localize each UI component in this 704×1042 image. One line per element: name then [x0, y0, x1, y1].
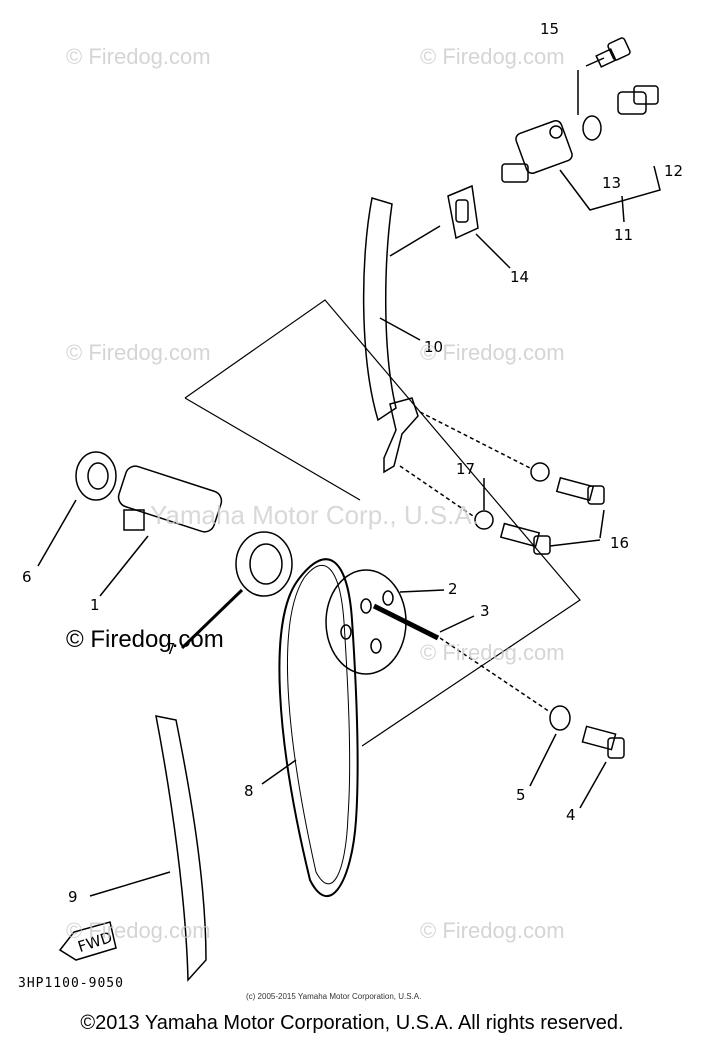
assembly-outline: [184, 299, 581, 747]
leader-10: [379, 317, 421, 341]
bearing-7-part: [235, 531, 293, 597]
label-5: 5: [516, 786, 526, 804]
camshaft-1-part: [117, 465, 223, 533]
label-12: 12: [664, 162, 683, 180]
label-11: 11: [614, 226, 633, 244]
label-6: 6: [22, 568, 32, 586]
leader-gasket: [389, 225, 441, 257]
gasket-14-part: [447, 184, 479, 240]
watermark-top-right: © Firedog.com: [420, 44, 565, 69]
label-7: 7: [166, 640, 176, 658]
bolt-16-upper: [555, 476, 605, 505]
bolt-15-part: [595, 37, 631, 68]
chain-guide-10-part: [362, 197, 397, 422]
watermark-bottom-left: © Firedog.com: [66, 918, 211, 943]
tensioner-11-part: [501, 119, 573, 183]
leader-5: [529, 733, 557, 787]
small-copyright: (c) 2005-2015 Yamaha Motor Corporation, …: [246, 992, 422, 1001]
watermark-center: Yamaha Motor Corp., U.S.A.: [150, 500, 479, 530]
leader-4: [579, 761, 607, 809]
footer-copyright: ©2013 Yamaha Motor Corporation, U.S.A. A…: [80, 1012, 624, 1034]
label-13: 13: [602, 174, 621, 192]
leader-1: [99, 535, 149, 597]
pin-3-part: [372, 603, 440, 641]
chain-guide-9-part: [155, 715, 207, 982]
label-14: 14: [510, 268, 529, 286]
bolt-4-part: [581, 725, 625, 759]
label-16: 16: [610, 534, 629, 552]
watermark-main: © Firedog.com: [66, 626, 224, 653]
leader-9: [89, 871, 171, 897]
washer-17-lower: [474, 510, 494, 530]
watermark-lower-right: © Firedog.com: [420, 640, 565, 665]
label-9: 9: [68, 888, 78, 906]
label-3: 3: [480, 602, 490, 620]
assembly-outline-left: [184, 397, 361, 501]
label-8: 8: [244, 782, 254, 800]
leader-8: [261, 759, 297, 785]
label-10: 10: [424, 338, 443, 356]
bolt-16-lower: [499, 522, 551, 555]
label-15: 15: [540, 20, 559, 38]
watermark-top-left: © Firedog.com: [66, 44, 211, 69]
watermark-bottom-right: © Firedog.com: [420, 918, 565, 943]
washer-13-part: [582, 115, 602, 141]
leader-6: [37, 499, 77, 567]
label-2: 2: [448, 580, 458, 598]
label-17: 17: [456, 460, 475, 478]
fwd-arrow-icon: [58, 921, 117, 961]
plug-12-part: [617, 85, 659, 115]
watermark-mid-left: © Firedog.com: [66, 340, 211, 365]
watermark-mid-right: © Firedog.com: [420, 340, 565, 365]
bearing-6-part: [75, 451, 117, 501]
leader-3: [439, 615, 475, 633]
washer-5-part: [549, 705, 571, 731]
washer-17-upper: [530, 462, 550, 482]
leader-14: [475, 233, 511, 269]
diagram-code: 3HP1100-9050: [18, 976, 124, 991]
leader-2: [399, 589, 445, 593]
cam-chain-8-part: [278, 558, 359, 897]
leader-7: [180, 588, 244, 650]
label-4: 4: [566, 806, 576, 824]
label-1: 1: [90, 596, 100, 614]
